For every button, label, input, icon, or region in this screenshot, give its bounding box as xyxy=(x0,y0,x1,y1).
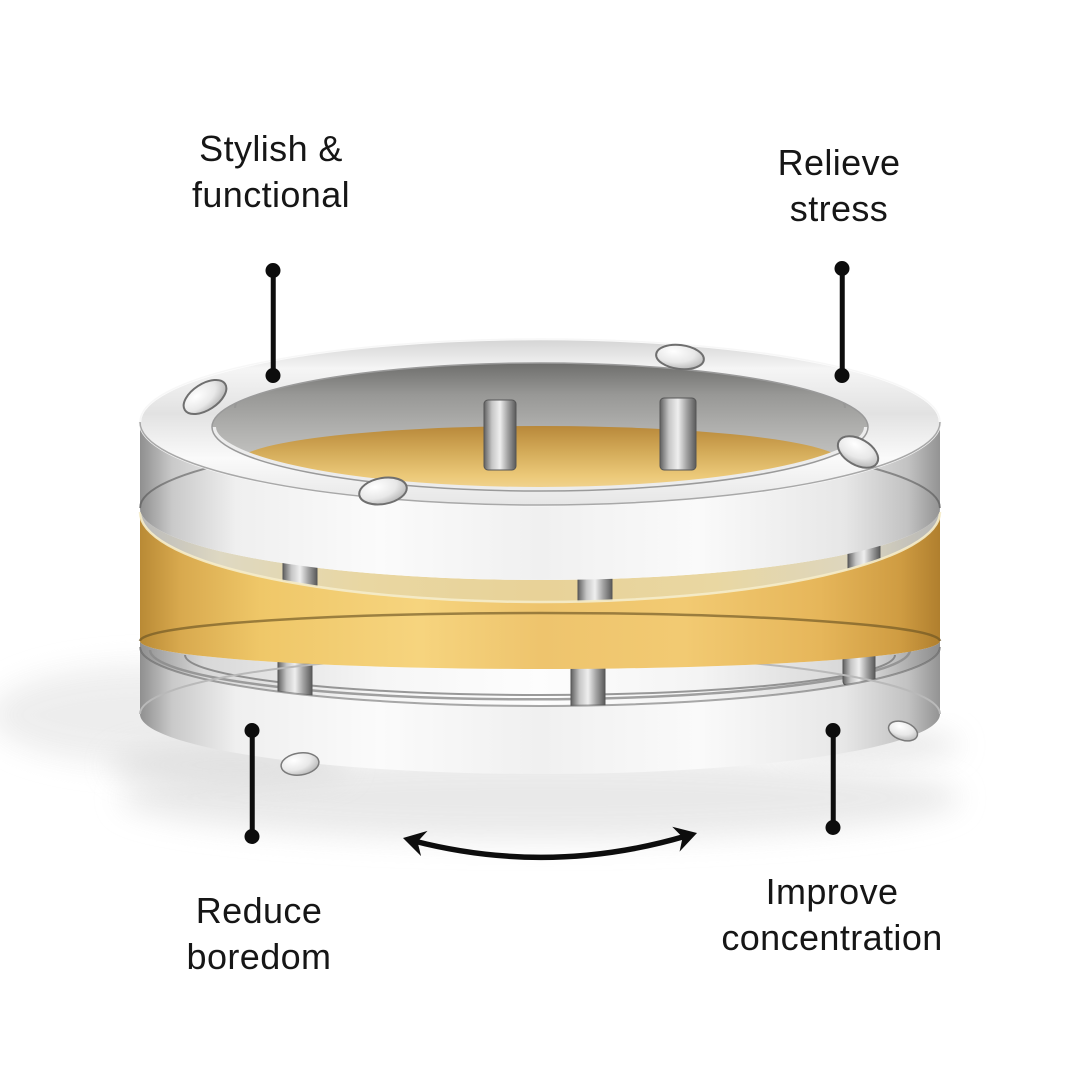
callout-line-top-right xyxy=(834,261,850,383)
rivet-icon xyxy=(182,343,880,506)
callout-stem xyxy=(839,268,845,376)
benefit-label-line: functional xyxy=(191,174,351,215)
callout-line-bottom-right xyxy=(825,723,841,835)
benefit-label-line: Improve xyxy=(765,871,899,912)
benefit-label-improve-concentration: Improve concentration xyxy=(721,869,942,961)
benefit-label-stylish-functional: Stylish & functional xyxy=(192,126,350,218)
ring-gold-spinner-band xyxy=(138,511,942,669)
benefit-label-line: stress xyxy=(789,188,889,229)
callout-stem xyxy=(270,270,276,376)
gap-top-gold xyxy=(140,508,940,602)
benefit-label-line: boredom xyxy=(186,936,332,977)
benefit-label-reduce-boredom: Reduce boredom xyxy=(187,888,332,980)
callout-stem xyxy=(830,730,836,828)
rivet-icon xyxy=(280,720,919,776)
ring-top-surface xyxy=(138,337,942,506)
callout-line-bottom-left xyxy=(244,723,260,844)
benefit-label-line: Reduce xyxy=(195,890,323,931)
benefit-label-line: Stylish & xyxy=(199,128,343,169)
spin-arrow-icon xyxy=(403,826,697,861)
callout-line-top-left xyxy=(265,263,281,383)
callout-dot-icon xyxy=(825,820,841,835)
benefit-label-line: Relieve xyxy=(777,142,901,183)
callout-stem xyxy=(249,730,255,837)
callout-dot-icon xyxy=(244,829,260,844)
callout-dot-icon xyxy=(265,368,281,383)
benefit-label-line: concentration xyxy=(721,917,943,958)
benefit-label-relieve-stress: Relieve stress xyxy=(778,140,901,232)
callout-dot-icon xyxy=(834,368,850,383)
